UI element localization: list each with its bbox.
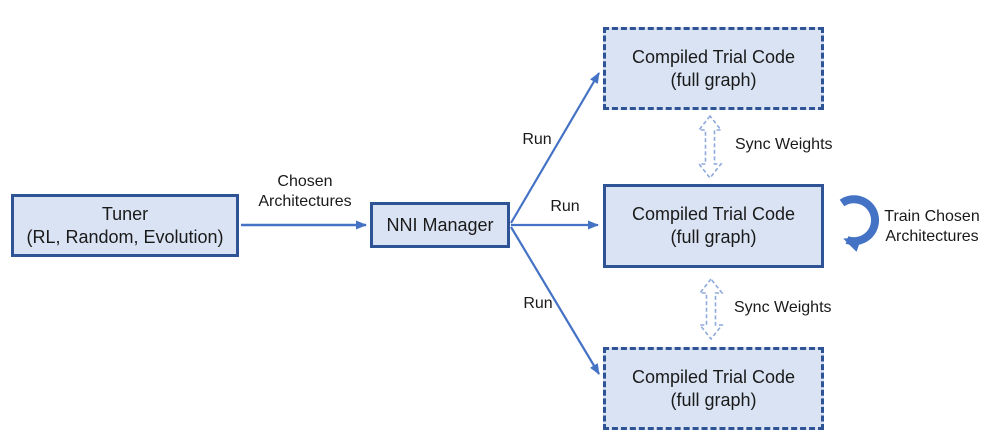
node-trial-bottom-title: Compiled Trial Code — [631, 366, 796, 387]
node-trial-bottom-subtitle: (full graph) — [670, 389, 757, 410]
label-run-middle: Run — [550, 198, 580, 215]
node-nni-manager: NNI Manager — [370, 202, 510, 248]
train-loop-arrow — [839, 195, 880, 252]
node-tuner-title: Tuner — [101, 203, 149, 224]
label-train-chosen-architectures: Train Chosen Architectures — [884, 208, 980, 245]
node-trial-top: Compiled Trial Code (full graph) — [603, 27, 824, 110]
node-nni-manager-title: NNI Manager — [386, 214, 494, 235]
node-tuner-subtitle: (RL, Random, Evolution) — [26, 226, 224, 247]
sync-weights-arrow-bottom — [698, 277, 724, 341]
label-chosen-architectures: Chosen Architectures — [258, 173, 352, 210]
node-trial-middle: Compiled Trial Code (full graph) — [603, 184, 824, 268]
node-tuner: Tuner (RL, Random, Evolution) — [11, 194, 239, 257]
node-trial-middle-subtitle: (full graph) — [670, 227, 757, 247]
label-run-top: Run — [522, 131, 552, 148]
label-sync-weights-bottom: Sync Weights — [734, 299, 832, 316]
sync-weights-arrow-top — [697, 114, 723, 180]
label-run-bottom: Run — [523, 295, 553, 312]
node-trial-middle-title: Compiled Trial Code — [631, 204, 796, 224]
label-sync-weights-top: Sync Weights — [735, 136, 833, 153]
node-trial-top-title: Compiled Trial Code — [631, 46, 796, 67]
node-trial-bottom: Compiled Trial Code (full graph) — [603, 347, 824, 430]
node-trial-top-subtitle: (full graph) — [670, 69, 757, 90]
